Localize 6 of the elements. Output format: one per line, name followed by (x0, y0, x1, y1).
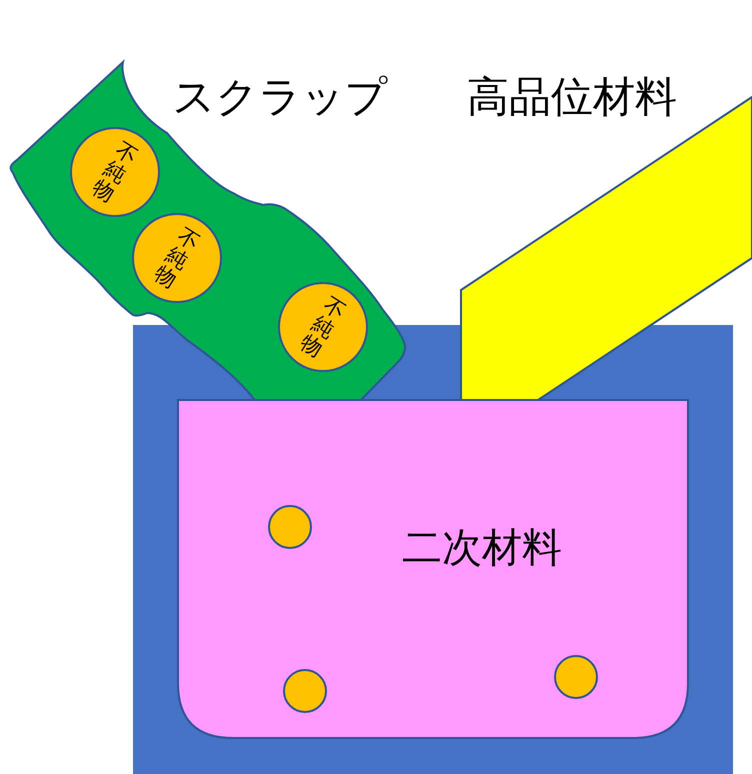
heading-label: 高品位材料 (467, 76, 677, 118)
circle-label: 不純物 (88, 138, 142, 206)
circle-label: 不純物 (296, 293, 350, 361)
heading-label: スクラップ (172, 76, 388, 118)
circle-label: 不純物 (150, 224, 204, 292)
heading-label: 二次材料 (402, 528, 562, 568)
